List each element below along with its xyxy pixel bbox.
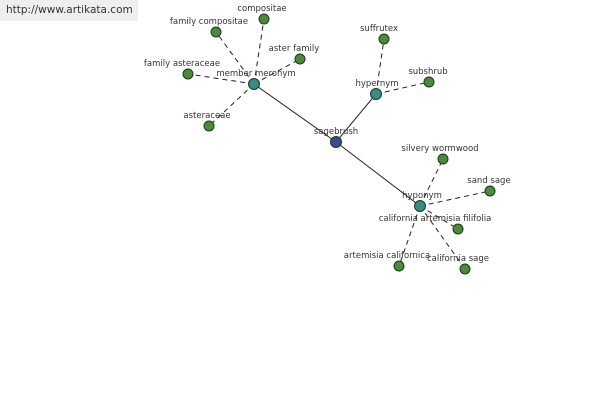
node-hypernym[interactable]: hypernym	[355, 79, 399, 100]
edge-hypernym-subshrub	[375, 81, 430, 95]
term-node-dot[interactable]	[459, 263, 471, 275]
term-node-label[interactable]: california artemisia filifolia	[379, 214, 492, 224]
edge-member-meronym-compositae	[253, 18, 265, 85]
term-node-label[interactable]: silvery wormwood	[401, 144, 478, 154]
edge-sagebrush-hyponym	[335, 141, 421, 207]
edge-member-meronym-asteraceae	[208, 83, 255, 127]
term-node-dot[interactable]	[393, 260, 405, 272]
term-node-label[interactable]: family compositae	[170, 17, 248, 27]
relation-node-dot[interactable]	[370, 88, 382, 100]
node-subshrub[interactable]: subshrub	[408, 67, 448, 88]
relation-node-label[interactable]: member meronym	[216, 69, 295, 79]
relation-node-label[interactable]: hypernym	[355, 79, 398, 89]
edge-member-meronym-family-asteraceae	[187, 73, 255, 85]
node-family-compositae[interactable]: family compositae	[170, 17, 248, 38]
term-node-dot[interactable]	[452, 223, 464, 235]
node-sagebrush[interactable]: sagebrush	[314, 127, 358, 148]
term-node-label[interactable]: aster family	[269, 44, 320, 54]
edge-sagebrush-hypernym	[335, 93, 377, 143]
watermark-url: http://www.artikata.com	[0, 0, 138, 21]
graph-nodes: family compositae compositae aster family f…	[144, 4, 511, 275]
node-family-asteraceae[interactable]: family asteraceae	[144, 59, 220, 80]
term-node-label[interactable]: subshrub	[408, 67, 447, 77]
term-node-label[interactable]: california sage	[427, 254, 489, 264]
term-node-label[interactable]: artemisia californica	[344, 251, 430, 261]
term-node-dot[interactable]	[378, 33, 390, 45]
relation-node-dot[interactable]	[414, 200, 426, 212]
term-node-dot[interactable]	[258, 13, 270, 25]
term-node-dot[interactable]	[182, 68, 194, 80]
graph-edges	[187, 18, 491, 270]
term-node-dot[interactable]	[210, 26, 222, 38]
term-node-label[interactable]: compositae	[237, 4, 286, 14]
relation-node-dot[interactable]	[248, 78, 260, 90]
node-compositae[interactable]: compositae	[237, 4, 287, 25]
term-node-dot[interactable]	[203, 120, 215, 132]
term-node-dot[interactable]	[437, 153, 449, 165]
edge-hyponym-sand-sage	[419, 190, 491, 207]
term-node-dot[interactable]	[423, 76, 435, 88]
node-california-artemisia-filifolia[interactable]: california artemisia filifolia	[379, 214, 492, 235]
node-suffrutex[interactable]: suffrutex	[360, 24, 398, 45]
edge-hyponym-artemisia-californica	[398, 205, 421, 267]
node-aster-family[interactable]: aster family	[269, 44, 320, 65]
node-asteraceae[interactable]: asteraceae	[183, 111, 231, 132]
term-node-label[interactable]: asteraceae	[183, 111, 230, 121]
term-node-dot[interactable]	[484, 185, 496, 197]
node-sand-sage[interactable]: sand sage	[467, 176, 511, 197]
node-california-sage[interactable]: california sage	[427, 254, 489, 275]
center-node-dot[interactable]	[330, 136, 342, 148]
edge-sagebrush-member-meronym	[253, 83, 337, 143]
relation-node-label[interactable]: hyponym	[402, 191, 442, 201]
node-hyponym[interactable]: hyponym	[402, 191, 442, 212]
edge-hyponym-california-artemisia-filifolia	[419, 205, 459, 230]
node-member-meronym[interactable]: member meronym	[216, 69, 296, 90]
term-node-dot[interactable]	[294, 53, 306, 65]
term-node-label[interactable]: sand sage	[467, 176, 510, 186]
term-node-label[interactable]: family asteraceae	[144, 59, 220, 69]
node-silvery-wormwood[interactable]: silvery wormwood	[401, 144, 479, 165]
edge-hypernym-suffrutex	[375, 38, 385, 95]
edge-hyponym-california-sage	[419, 205, 466, 270]
node-artemisia-californica[interactable]: artemisia californica	[344, 251, 430, 272]
edge-member-meronym-family-compositae	[215, 31, 255, 85]
center-node-label[interactable]: sagebrush	[314, 127, 358, 137]
term-node-label[interactable]: suffrutex	[360, 24, 398, 34]
